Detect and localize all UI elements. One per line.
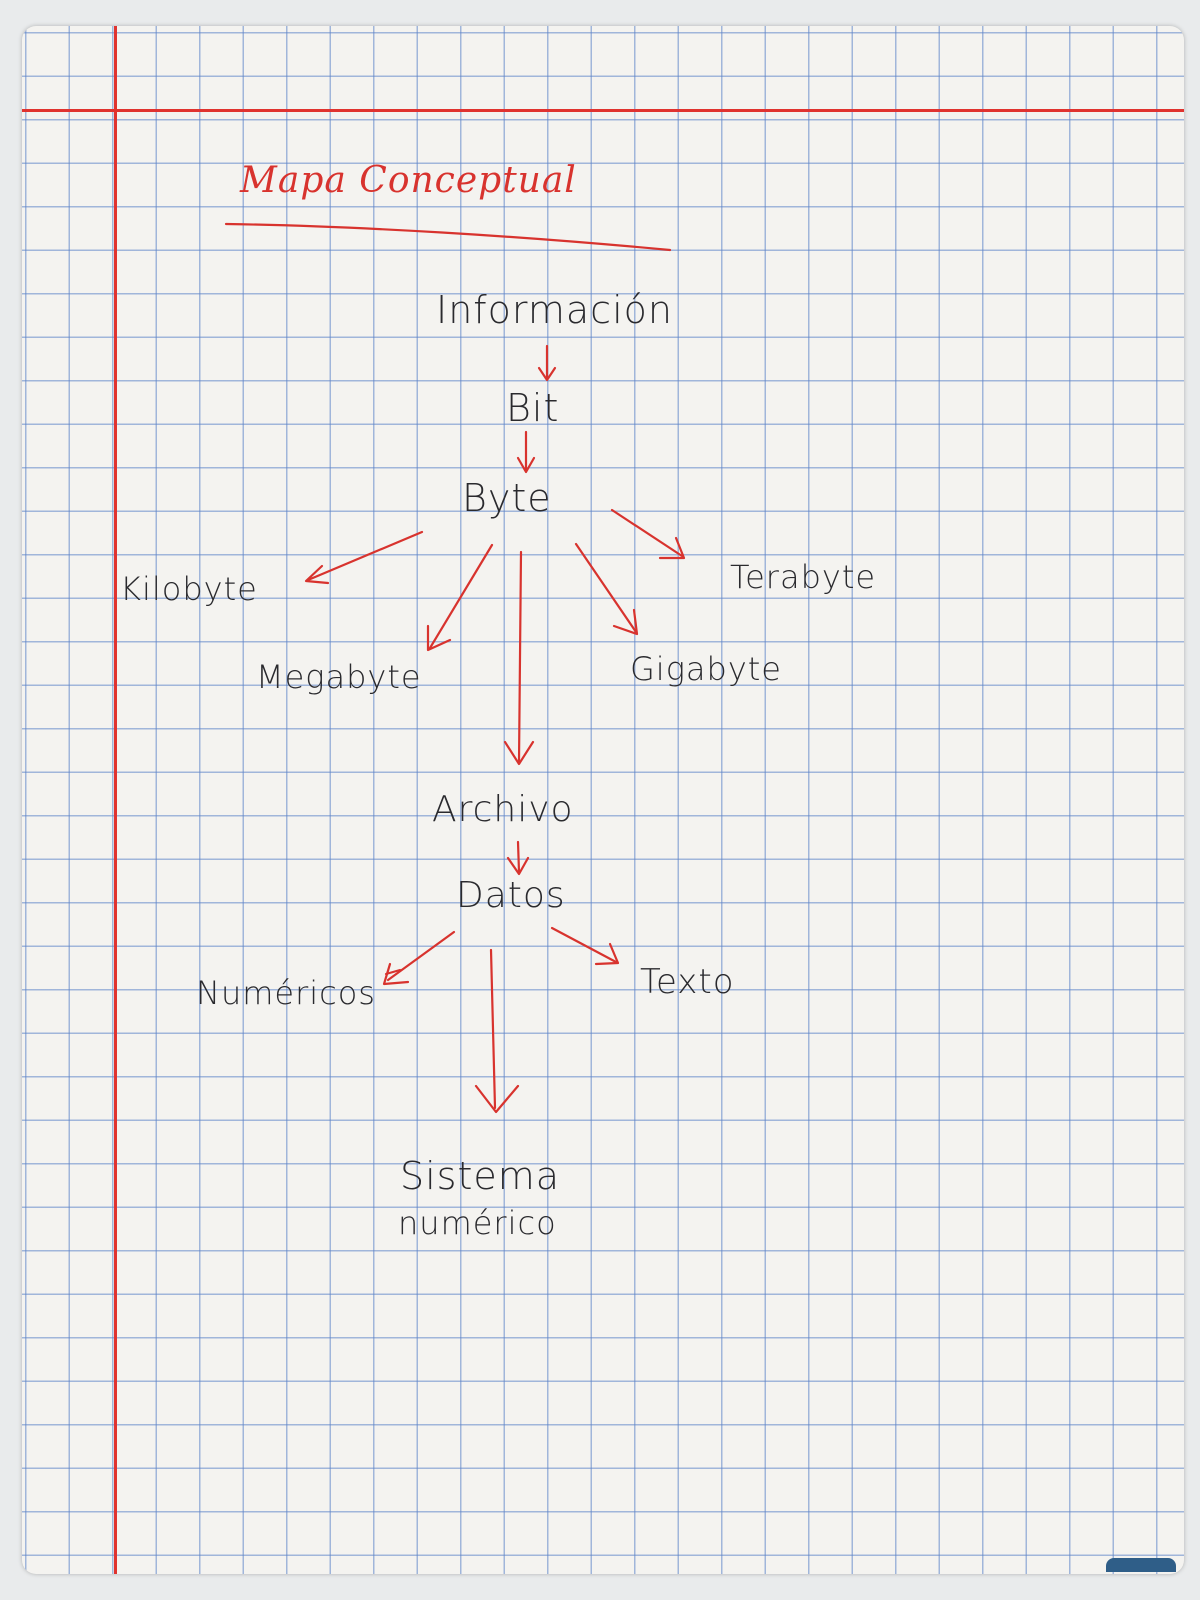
node-gigabyte: Gigabyte: [630, 650, 782, 688]
notebook-page: [22, 26, 1184, 1574]
node-byte: Byte: [462, 476, 552, 520]
node-megabyte: Megabyte: [256, 658, 422, 696]
node-datos: Datos: [456, 875, 566, 916]
node-informacion: Información: [436, 288, 673, 332]
node-bit: Bit: [506, 386, 560, 430]
node-texto: Texto: [640, 962, 735, 1002]
diagram-title: Mapa Conceptual: [240, 160, 577, 201]
margin-line-vertical: [114, 26, 117, 1574]
node-sistema-line1: Sistema: [400, 1154, 561, 1198]
node-terabyte: Terabyte: [730, 558, 877, 596]
node-kilobyte: Kilobyte: [120, 570, 258, 608]
node-numericos: Numéricos: [196, 974, 376, 1012]
margin-line-horizontal: [22, 109, 1184, 112]
page-corner-mark: [1106, 1558, 1176, 1572]
node-sistema-line2: numérico: [398, 1204, 557, 1242]
node-archivo: Archivo: [432, 789, 574, 830]
